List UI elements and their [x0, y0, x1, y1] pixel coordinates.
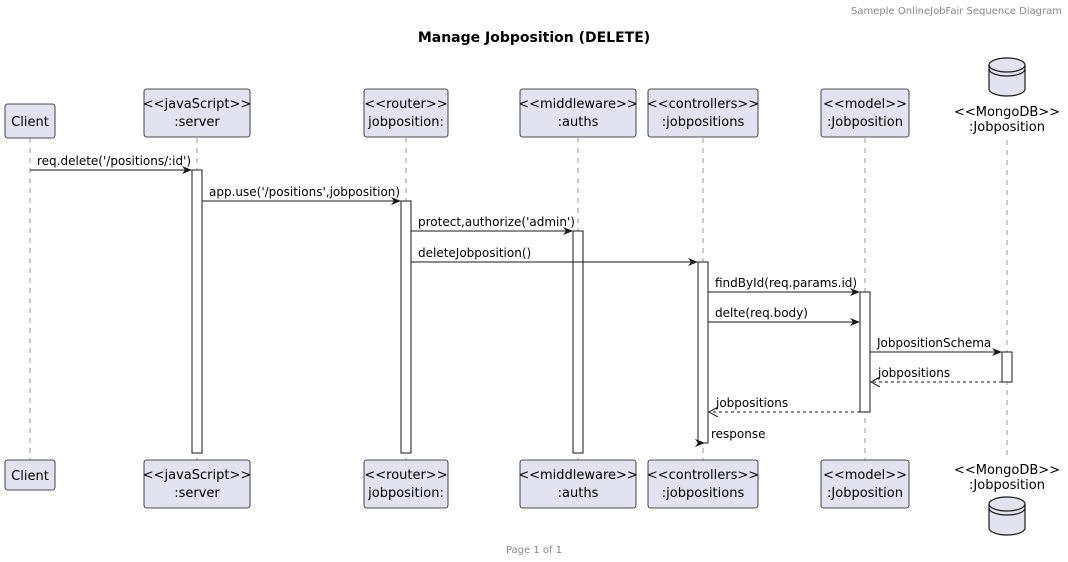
- message-label: response: [711, 427, 766, 441]
- participant-router-bottom: <<router>> jobposition:: [363, 459, 449, 509]
- message-label: JobpositionSchema: [876, 336, 991, 350]
- participant-label: <<MongoDB>>: [954, 105, 1060, 120]
- participant-label: <<model>>: [823, 97, 907, 112]
- participant-label: :Jobposition: [969, 478, 1045, 493]
- participant-label: jobposition:: [367, 486, 444, 501]
- participant-label: Client: [11, 115, 49, 130]
- message-7: JobpositionSchema: [870, 336, 1002, 356]
- participant-label: <<javaScript>>: [143, 97, 252, 112]
- participant-label: <<controllers>>: [647, 97, 759, 112]
- participant-controllers-bottom: <<controllers>> :jobpositions: [647, 459, 759, 509]
- message-label: delte(req.body): [715, 306, 808, 320]
- message-label: jobpositions: [715, 396, 788, 410]
- message-2: app.use('/positions',jobposition): [202, 185, 401, 205]
- message-label: req.delete('/positions/:id'): [37, 154, 191, 168]
- participant-label: <<middleware>>: [518, 468, 638, 483]
- message-3: protect,authorize('admin'): [411, 215, 575, 235]
- message-10: response: [695, 427, 766, 447]
- diagram-title: Manage Jobposition (DELETE): [417, 30, 651, 46]
- participant-server-top: <<javaScript>> :server: [143, 88, 252, 138]
- participant-label: :auths: [558, 486, 599, 501]
- participant-label: :server: [174, 115, 220, 130]
- activation-model: [859, 291, 871, 413]
- activation-server: [191, 169, 203, 454]
- activation-mongodb: [1001, 351, 1013, 383]
- message-5: findById(req.params.id): [708, 276, 860, 296]
- participant-label: :Jobposition: [969, 120, 1045, 135]
- message-6: delte(req.body): [708, 306, 860, 326]
- database-icon: [988, 496, 1026, 536]
- participant-label: Client: [11, 469, 49, 484]
- participant-client-bottom: Client: [4, 459, 56, 491]
- message-9: jobpositions: [709, 396, 860, 412]
- message-label: findById(req.params.id): [715, 276, 857, 290]
- message-label: deleteJobposition(): [418, 246, 531, 260]
- participant-label: <<model>>: [823, 468, 907, 483]
- participant-label: jobposition:: [367, 115, 444, 130]
- participant-auths-bottom: <<middleware>> :auths: [518, 459, 638, 509]
- participant-model-bottom: <<model>> :Jobposition: [820, 459, 910, 509]
- participant-label: :server: [174, 486, 220, 501]
- participant-label: <<router>>: [364, 97, 447, 112]
- message-4: deleteJobposition(): [411, 246, 698, 266]
- message-label: app.use('/positions',jobposition): [209, 185, 400, 199]
- participant-router-top: <<router>> jobposition:: [363, 88, 449, 138]
- message-1: req.delete('/positions/:id'): [30, 154, 192, 174]
- participant-controllers-top: <<controllers>> :jobpositions: [647, 88, 759, 138]
- participant-auths-top: <<middleware>> :auths: [518, 88, 638, 138]
- participant-label: :auths: [558, 115, 599, 130]
- message-label: jobpositions: [877, 366, 950, 380]
- participant-mongodb-bottom: <<MongoDB>>:Jobposition: [954, 463, 1060, 536]
- participant-server-bottom: <<javaScript>> :server: [143, 459, 252, 509]
- participant-label: :Jobposition: [827, 115, 903, 130]
- activation-router: [400, 200, 412, 454]
- participant-client-top: Client: [4, 103, 56, 139]
- participant-label: :Jobposition: [827, 486, 903, 501]
- participant-label: <<middleware>>: [518, 97, 638, 112]
- database-icon: [988, 57, 1026, 97]
- message-8: jobpositions: [871, 366, 1002, 382]
- message-label: protect,authorize('admin'): [418, 215, 575, 229]
- participant-label: <<router>>: [364, 468, 447, 483]
- participant-label: <<javaScript>>: [143, 468, 252, 483]
- activation-auths: [572, 230, 584, 454]
- participant-model-top: <<model>> :Jobposition: [820, 88, 910, 138]
- participant-label: :jobpositions: [662, 115, 745, 130]
- page-footer: Page 1 of 1: [505, 545, 563, 556]
- participant-mongodb-top: <<MongoDB>>:Jobposition: [954, 57, 1060, 135]
- participant-label: <<controllers>>: [647, 468, 759, 483]
- diagram-header: Sameple OnlineJobFair Sequence Diagram: [851, 6, 1062, 17]
- participant-label: :jobpositions: [662, 486, 745, 501]
- activation-controllers: [697, 261, 709, 444]
- participant-label: <<MongoDB>>: [954, 463, 1060, 478]
